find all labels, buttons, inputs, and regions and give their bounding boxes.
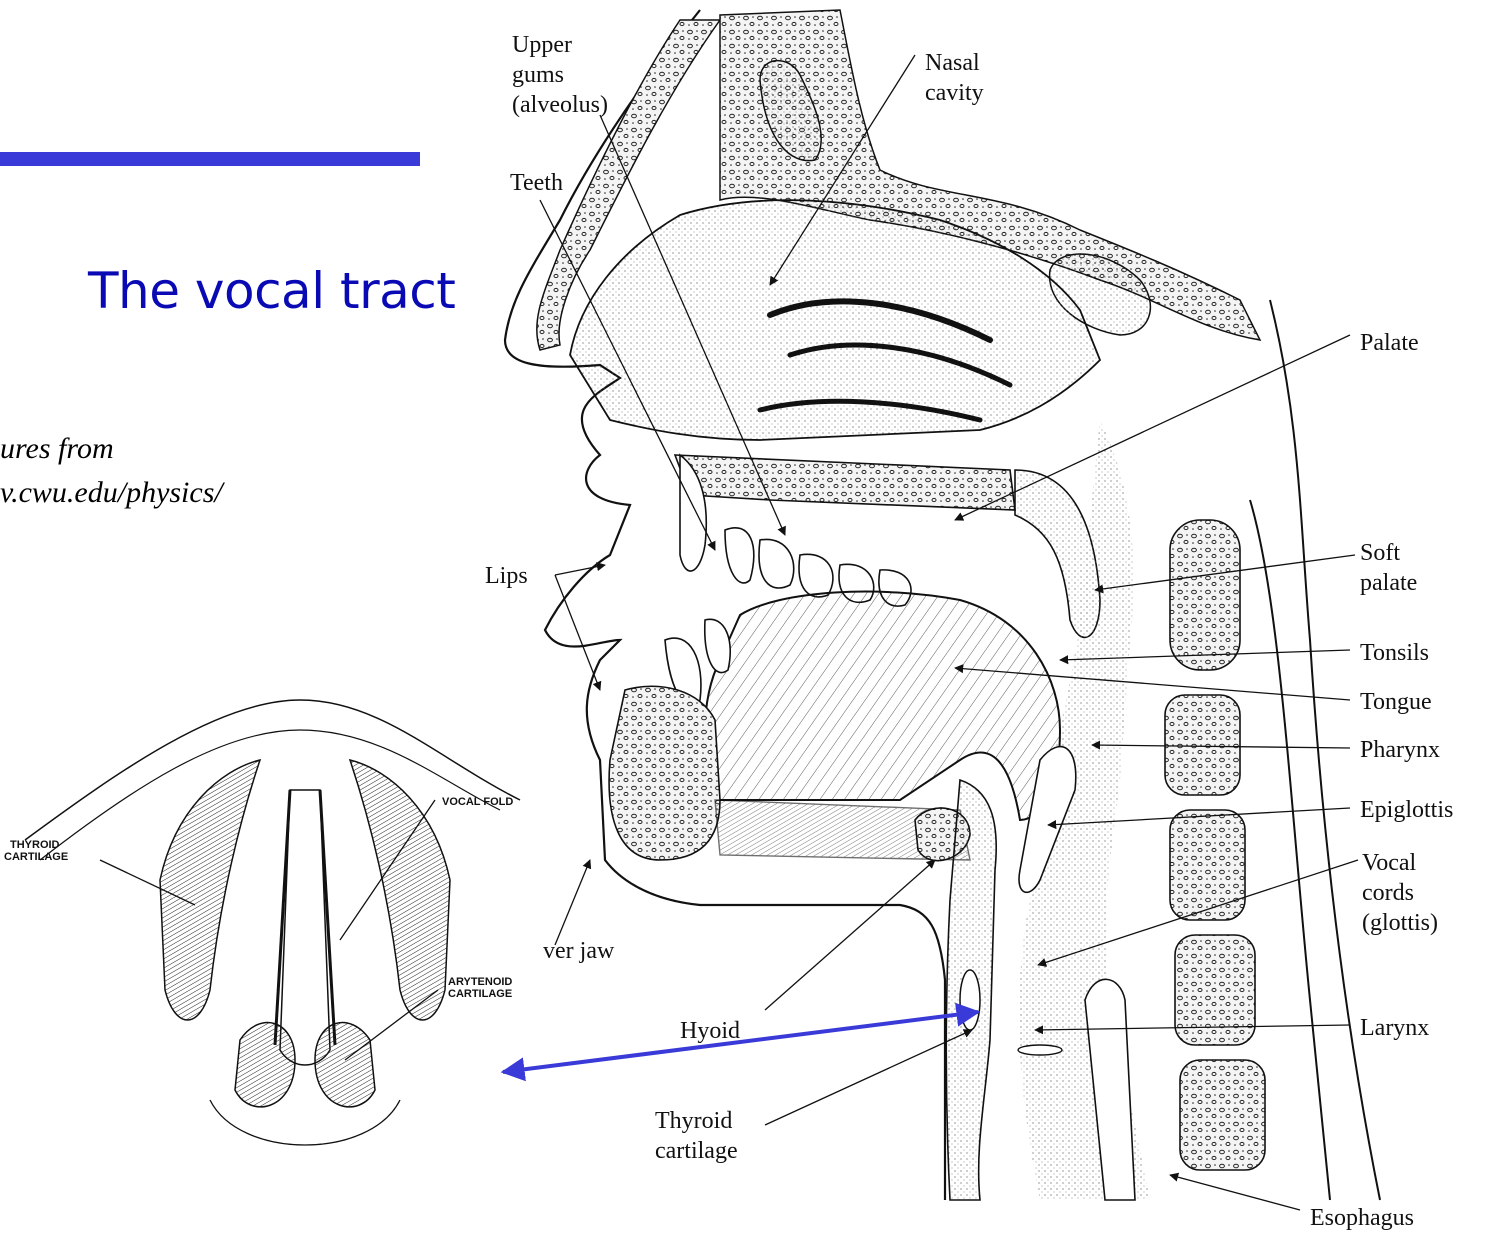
- inset-label-arytenoid-1: ARYTENOID: [448, 976, 512, 988]
- thyroid-cartilage-ring: [960, 970, 980, 1030]
- thyroid-cartilage-left: [160, 760, 260, 1020]
- label-tongue: Tongue: [1360, 689, 1432, 715]
- label-epiglottis: Epiglottis: [1360, 797, 1453, 823]
- mandible: [609, 686, 720, 860]
- label-nasal-cavity-2: cavity: [925, 80, 984, 106]
- cervical-spine: [1165, 520, 1265, 1170]
- label-lips: Lips: [485, 563, 528, 589]
- label-esophagus: Esophagus: [1310, 1205, 1414, 1231]
- label-soft-palate-2: palate: [1360, 570, 1417, 596]
- arytenoid-right: [315, 1023, 375, 1107]
- sagittal-section: [505, 10, 1380, 1200]
- arytenoid-left: [235, 1023, 295, 1107]
- label-vocal-cords-2: cords: [1362, 880, 1414, 906]
- label-larynx: Larynx: [1360, 1015, 1429, 1041]
- inset-label-thyroid-2: CARTILAGE: [4, 851, 68, 863]
- label-hyoid: Hyoid: [680, 1018, 740, 1044]
- vocal-fold-section: [1018, 1045, 1062, 1055]
- inset-label-vocal-fold: VOCAL FOLD: [442, 796, 513, 808]
- label-nasal-cavity-1: Nasal: [925, 50, 980, 76]
- label-thyroid-cartilage-2: cartilage: [655, 1138, 738, 1164]
- label-palate: Palate: [1360, 330, 1419, 356]
- label-soft-palate-1: Soft: [1360, 540, 1400, 566]
- label-pharynx: Pharynx: [1360, 737, 1440, 763]
- label-thyroid-cartilage-1: Thyroid: [655, 1108, 732, 1134]
- label-upper-gums-2: gums: [512, 62, 564, 88]
- hard-palate: [675, 455, 1015, 510]
- label-teeth: Teeth: [510, 170, 563, 196]
- inset-label-thyroid-1: THYROID: [10, 839, 60, 851]
- inset-label-arytenoid-2: CARTILAGE: [448, 988, 512, 1000]
- connector-arrow: [503, 1012, 978, 1072]
- thyroid-cartilage-right: [350, 760, 450, 1020]
- larynx-base: [210, 1100, 400, 1145]
- label-upper-gums-1: Upper: [512, 32, 572, 58]
- label-upper-gums-3: (alveolus): [512, 92, 608, 118]
- larynx-outer-tissue: [25, 700, 520, 840]
- label-lower-jaw: ver jaw: [543, 938, 615, 964]
- label-vocal-cords-3: (glottis): [1362, 910, 1438, 936]
- label-tonsils: Tonsils: [1360, 640, 1429, 666]
- tongue-shape: [705, 592, 1060, 820]
- label-vocal-cords-1: Vocal: [1362, 850, 1417, 876]
